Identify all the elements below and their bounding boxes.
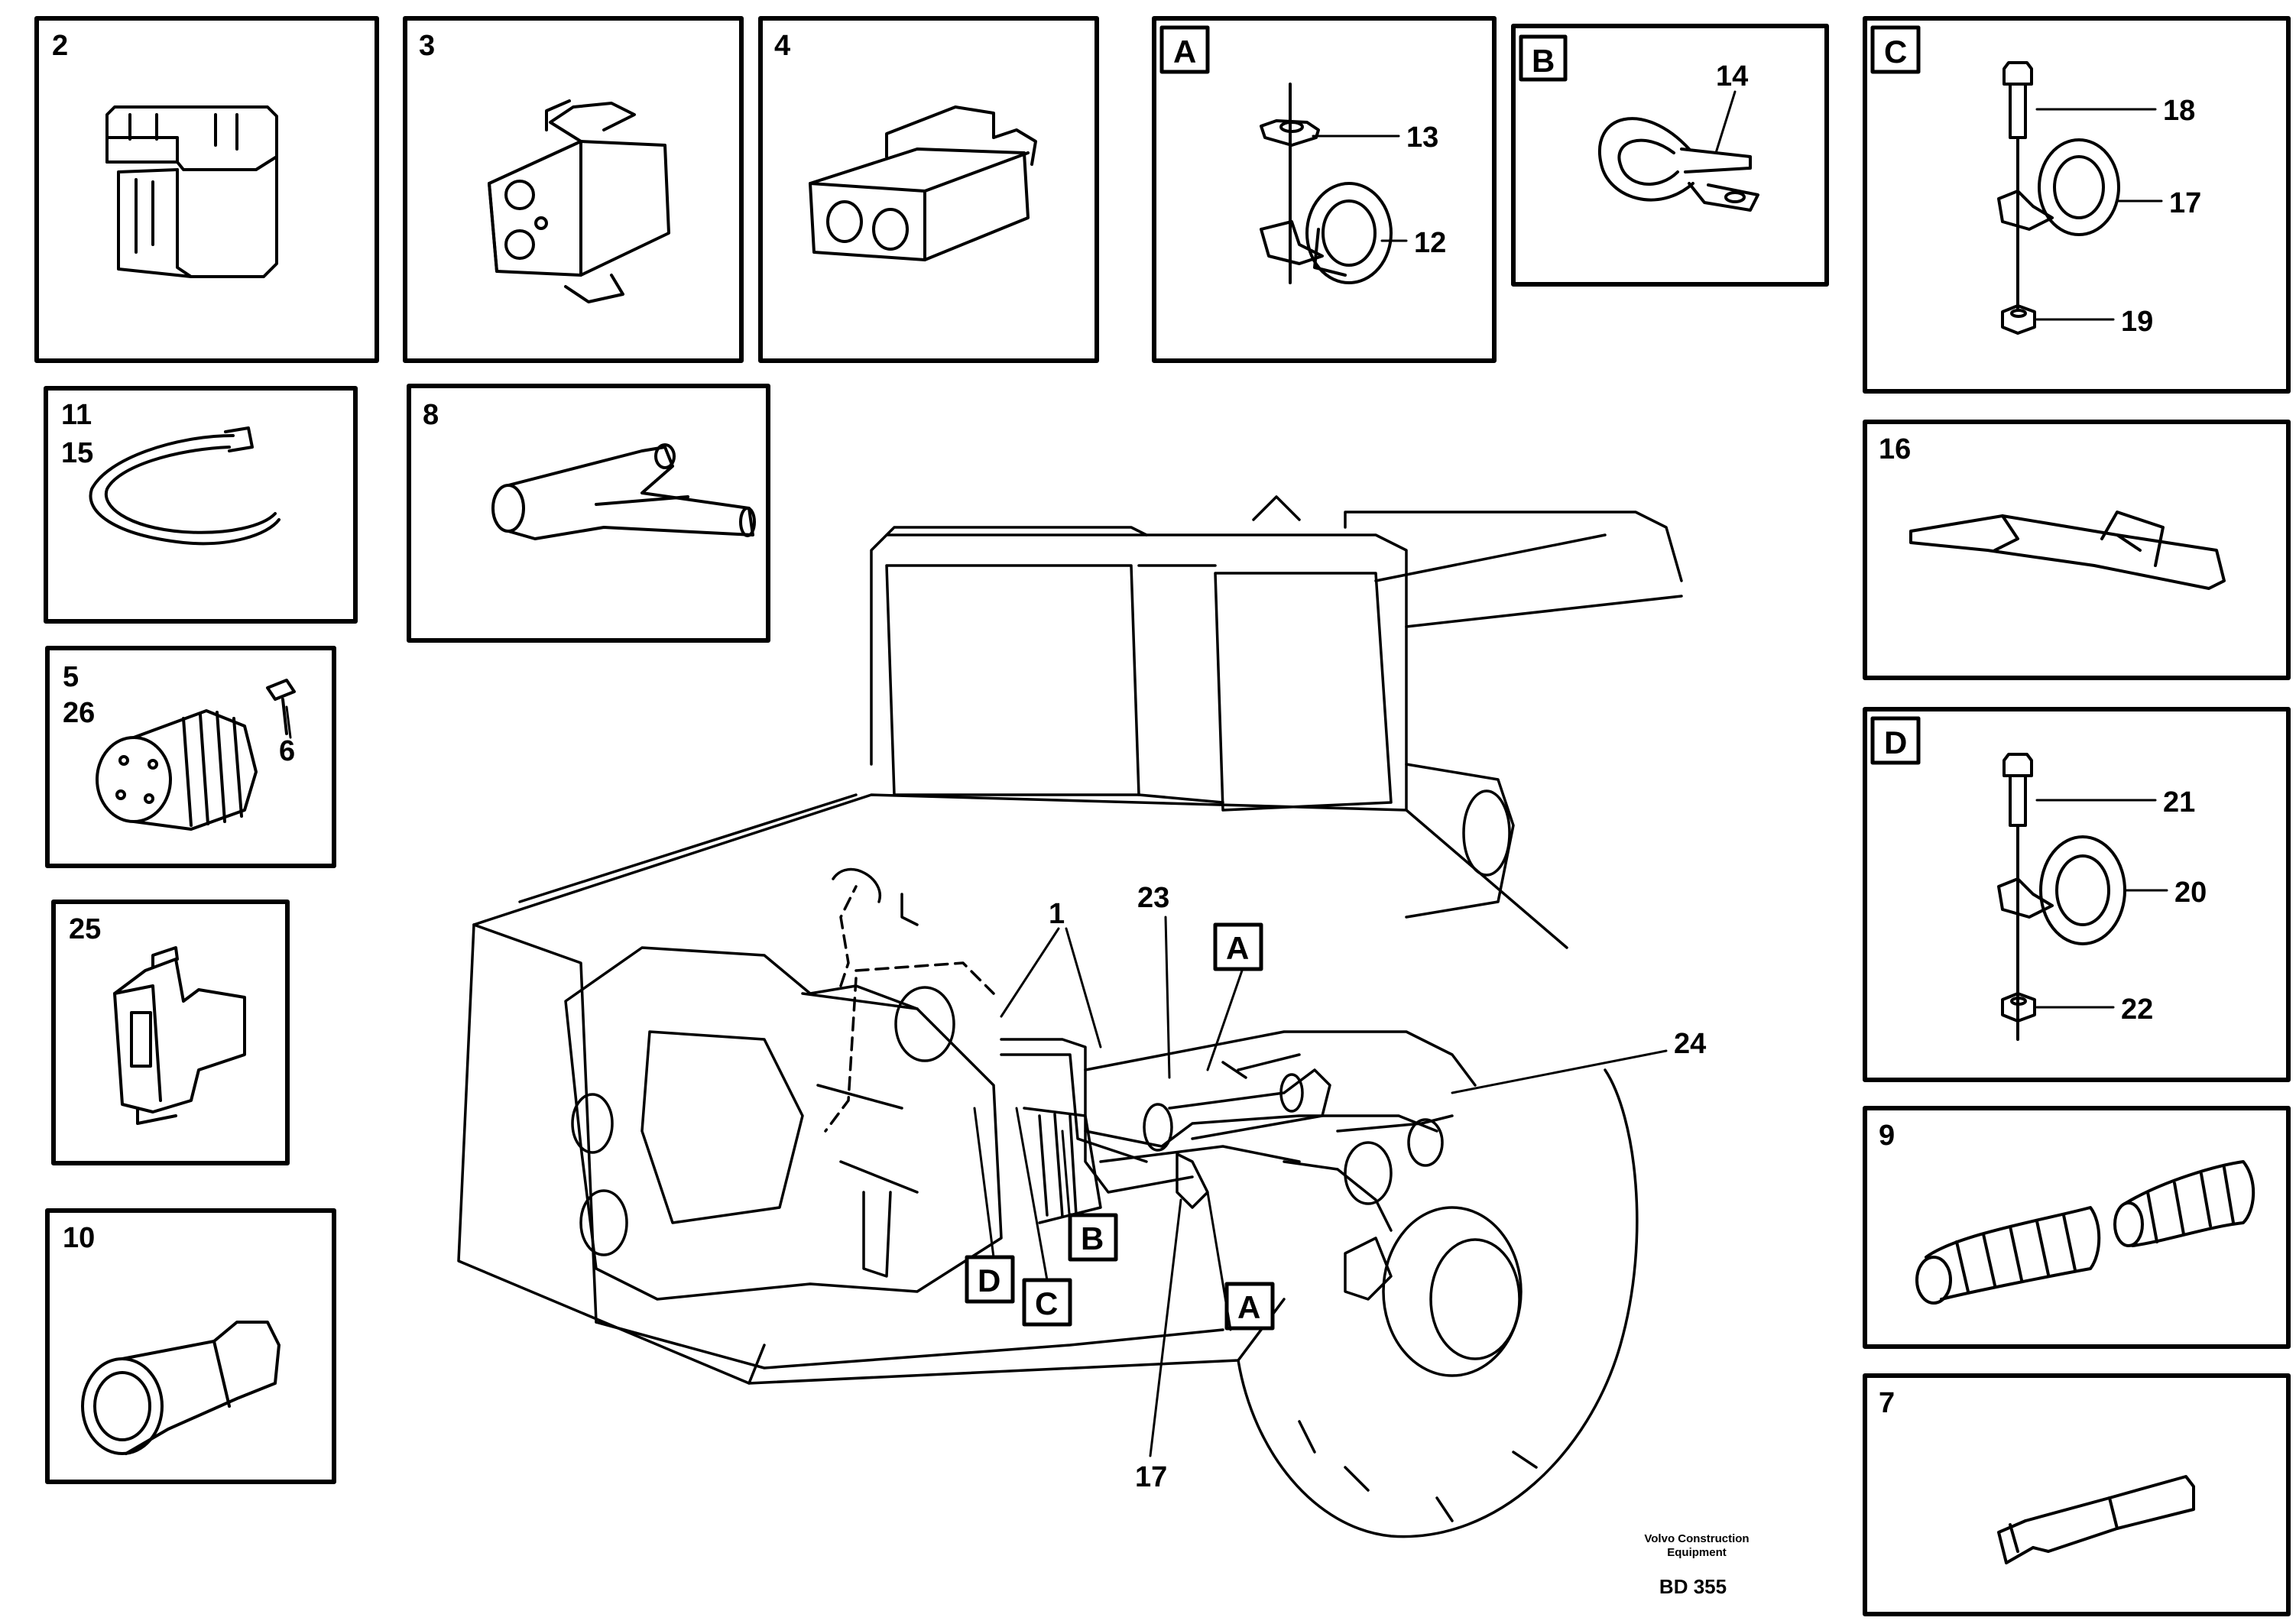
panel-2 bbox=[34, 16, 379, 363]
labels: 2 3 4 A 13 12 B 14 C 18 17 19 11 15 8 16… bbox=[52, 30, 2207, 1598]
y-branch-part bbox=[491, 443, 756, 540]
panel-detail-c bbox=[1863, 16, 2291, 394]
callout-label: 18 bbox=[2163, 95, 2195, 127]
part-number-label: 26 bbox=[63, 697, 95, 729]
part-number-label: 3 bbox=[419, 30, 435, 62]
panel-detail-a bbox=[1152, 16, 1497, 363]
callout-label: 13 bbox=[1406, 122, 1438, 154]
part-number-label: 16 bbox=[1879, 433, 1911, 465]
rubber-boot-part bbox=[81, 1321, 281, 1455]
bellows-part bbox=[1915, 1160, 2255, 1305]
part-number-label: 10 bbox=[63, 1222, 95, 1254]
panel-8 bbox=[407, 384, 770, 643]
callout-label: 12 bbox=[1414, 227, 1446, 259]
panel-11-15 bbox=[44, 386, 358, 624]
connector-25-part bbox=[113, 946, 246, 1125]
strap-part bbox=[1909, 511, 2226, 590]
detail-ref-label: B bbox=[1081, 1220, 1104, 1256]
callout-label: 6 bbox=[279, 735, 295, 767]
detail-ref-label: D bbox=[978, 1263, 1000, 1298]
panel-detail-d bbox=[1863, 707, 2291, 1082]
callout-label: 23 bbox=[1137, 882, 1169, 914]
panel-3 bbox=[403, 16, 744, 363]
part-number-label: 9 bbox=[1879, 1120, 1895, 1152]
panel-9 bbox=[1863, 1106, 2291, 1349]
callout-label: 17 bbox=[1135, 1461, 1167, 1493]
callout-label: 17 bbox=[2169, 187, 2201, 219]
clamp-assembly-c bbox=[1997, 61, 2120, 335]
clamp-assembly-d bbox=[1997, 753, 2126, 1041]
detail-letter-label: A bbox=[1173, 34, 1196, 70]
machine-illustration bbox=[457, 495, 1683, 1538]
part-number-label: 2 bbox=[52, 30, 68, 62]
panel-5-26-6 bbox=[45, 646, 336, 868]
part-number-label: 7 bbox=[1879, 1387, 1895, 1419]
panel-25 bbox=[51, 900, 290, 1165]
callout-label: 1 bbox=[1049, 898, 1065, 930]
detail-ref-label: A bbox=[1226, 930, 1249, 966]
figure-id: BD 355 bbox=[1659, 1575, 1727, 1598]
part-number-label: 15 bbox=[61, 437, 93, 469]
callout-label: 22 bbox=[2121, 994, 2153, 1026]
part-number-label: 25 bbox=[69, 913, 101, 945]
part-number-label: 8 bbox=[423, 399, 439, 431]
part-number-label: 4 bbox=[774, 30, 790, 62]
panel-7 bbox=[1863, 1373, 2291, 1616]
panel-16 bbox=[1863, 420, 2291, 680]
detail-ref-label: C bbox=[1035, 1285, 1058, 1321]
connector-housing-part bbox=[488, 99, 670, 303]
callout-label: 20 bbox=[2174, 877, 2207, 909]
detail-ref-label: A bbox=[1237, 1289, 1260, 1325]
p-clip-part bbox=[1598, 117, 1759, 212]
company-name-line1: Volvo Construction bbox=[1644, 1532, 1749, 1545]
panel-4 bbox=[758, 16, 1099, 363]
panel-10 bbox=[45, 1208, 336, 1484]
callout-label: 24 bbox=[1674, 1028, 1706, 1060]
detail-letter-label: C bbox=[1884, 34, 1907, 70]
company-name-line2: Equipment bbox=[1667, 1546, 1727, 1559]
round-connector-part bbox=[96, 679, 296, 831]
part-number-label: 5 bbox=[63, 661, 79, 693]
callout-label: 19 bbox=[2121, 306, 2153, 338]
callout-label: 14 bbox=[1716, 60, 1748, 92]
callout-label: 21 bbox=[2163, 786, 2195, 818]
connector-part bbox=[809, 105, 1037, 261]
clamp-assembly-a bbox=[1260, 83, 1393, 284]
terminal-part bbox=[1997, 1475, 2195, 1564]
detail-letter-label: B bbox=[1532, 43, 1555, 79]
relay-part bbox=[105, 105, 278, 278]
part-number-label: 11 bbox=[61, 399, 92, 431]
detail-letter-label: D bbox=[1884, 724, 1907, 760]
panel-detail-b bbox=[1511, 24, 1829, 287]
cable-tie-part bbox=[89, 426, 281, 546]
